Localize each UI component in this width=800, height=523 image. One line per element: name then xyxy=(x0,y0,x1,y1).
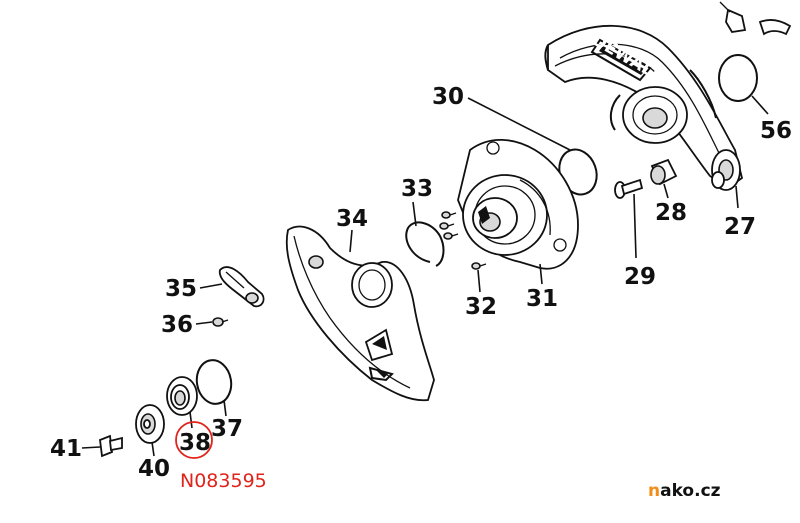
leader-56 xyxy=(751,95,769,115)
label-31: 31 xyxy=(526,286,558,312)
leader-30 xyxy=(467,97,571,151)
leader-36 xyxy=(195,321,213,325)
watermark-main: ako xyxy=(660,481,694,501)
label-27: 27 xyxy=(724,214,756,240)
washer-38 xyxy=(166,376,198,416)
watermark: nako.cz xyxy=(648,481,721,501)
top-clips xyxy=(719,1,792,36)
leader-31 xyxy=(539,263,543,285)
label-35: 35 xyxy=(165,276,197,302)
bearing-housing-31 xyxy=(457,138,579,270)
label-36: 36 xyxy=(161,312,193,338)
label-33: 33 xyxy=(401,176,433,202)
bushing-28 xyxy=(650,158,678,186)
leader-40 xyxy=(151,441,155,457)
screws-32 xyxy=(439,211,487,270)
leader-29 xyxy=(633,193,637,259)
part-code: N083595 xyxy=(180,470,267,492)
highlight-circle-38 xyxy=(175,421,213,459)
label-29: 29 xyxy=(624,264,656,290)
label-30: 30 xyxy=(432,84,464,110)
label-40: 40 xyxy=(138,456,170,482)
leader-34 xyxy=(349,229,353,253)
watermark-suffix: .cz xyxy=(694,481,721,501)
label-34: 34 xyxy=(336,206,368,232)
leader-27 xyxy=(735,185,739,209)
label-56: 56 xyxy=(760,118,792,144)
leader-35 xyxy=(199,283,223,289)
label-41: 41 xyxy=(50,436,82,462)
screw-29 xyxy=(614,178,644,199)
leader-38 xyxy=(189,411,193,429)
leader-32 xyxy=(477,269,481,293)
label-28: 28 xyxy=(655,200,687,226)
leader-33 xyxy=(412,201,417,227)
label-38: 38 xyxy=(179,430,211,456)
o-ring-56 xyxy=(718,54,758,102)
lever-35 xyxy=(218,266,265,308)
flange-40 xyxy=(135,404,165,444)
watermark-prefix: n xyxy=(648,481,660,501)
label-32: 32 xyxy=(465,294,497,320)
screw-36 xyxy=(212,317,229,327)
label-37: 37 xyxy=(211,416,243,442)
lower-guard-34 xyxy=(285,225,435,402)
leader-41 xyxy=(81,446,101,449)
o-ring-37 xyxy=(195,359,233,405)
spring-clip-33 xyxy=(405,221,445,267)
bolt-41 xyxy=(99,434,123,458)
upper-blade-guard: DEWALT xyxy=(544,24,744,191)
leader-28 xyxy=(663,183,669,199)
leader-37 xyxy=(223,399,227,417)
